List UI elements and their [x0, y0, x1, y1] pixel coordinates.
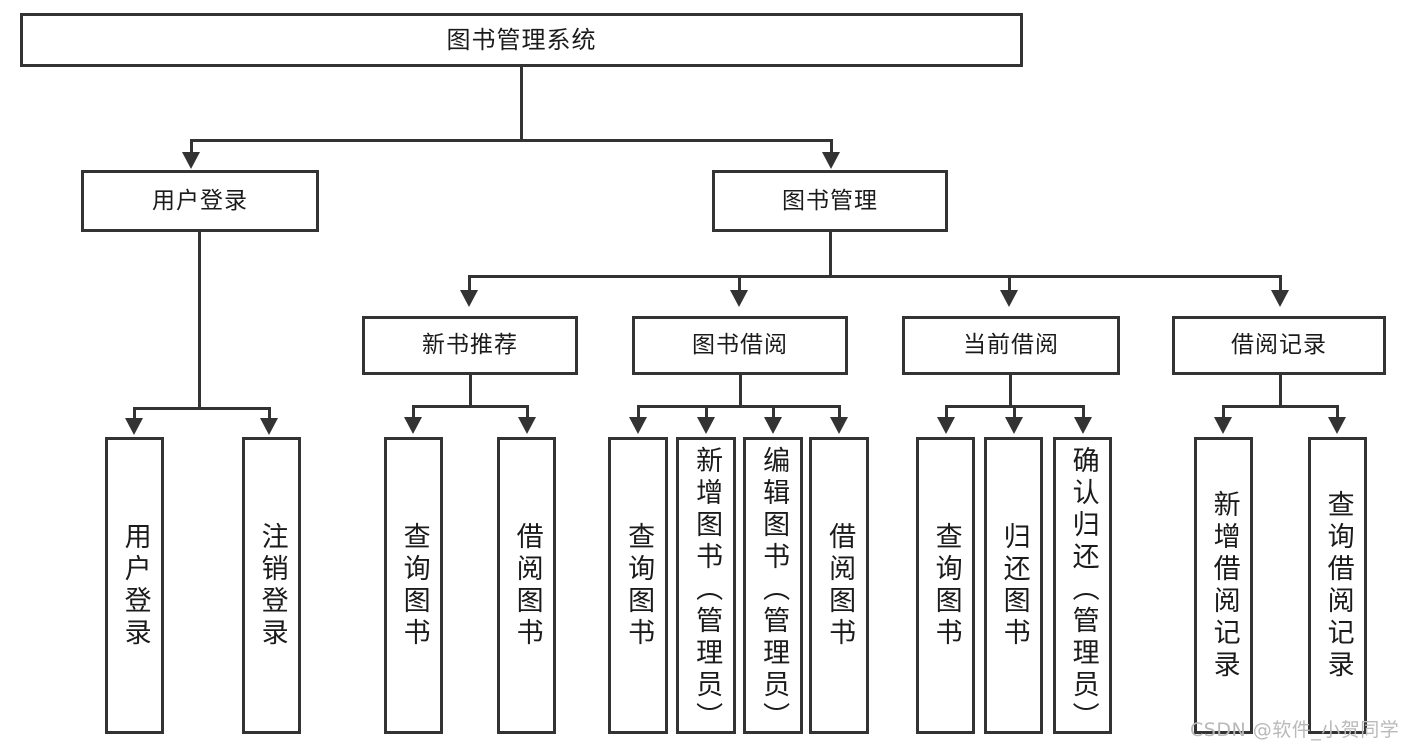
edge-book-borrow-drop-3: [772, 405, 775, 421]
node-label: 用户登录: [119, 521, 151, 650]
node-label: 图书管理系统: [446, 26, 597, 54]
edge-root-to-book-mgmt-drop: [830, 139, 833, 161]
leaf-confirm-return-admin[interactable]: 确认归还（管理员）: [1053, 437, 1112, 734]
node-label: 用户登录: [152, 187, 248, 214]
arrowhead-to-book-borrow: [730, 290, 748, 307]
leaf-borrow-book-recommend[interactable]: 借阅图书: [497, 437, 556, 734]
node-label: 编辑图书（管理员）: [758, 446, 790, 734]
node-user-login[interactable]: 用户登录: [81, 170, 319, 232]
leaf-add-book-admin[interactable]: 新增图书（管理员）: [676, 437, 736, 734]
leaf-borrow-book[interactable]: 借阅图书: [809, 437, 869, 734]
edge-book-mgmt-drop-2: [738, 275, 741, 297]
edge-borrow-record-drop-1: [1222, 405, 1225, 421]
edge-user-login-stem: [198, 232, 201, 410]
edge-new-book-stem: [469, 375, 472, 407]
csdn-watermark: CSDN @软件_小贺同学: [1190, 719, 1400, 741]
arrowhead-user-login-leaf-1: [125, 418, 143, 435]
node-label: 查询图书: [623, 521, 655, 650]
edge-book-borrow-drop-4: [838, 405, 841, 421]
edge-borrow-record-stem: [1279, 375, 1282, 407]
edge-root-bus: [190, 139, 833, 142]
arrowhead-borrow-record-leaf-2: [1328, 417, 1346, 434]
edge-current-borrow-stem: [1009, 375, 1012, 407]
arrowhead-to-book-mgmt: [822, 152, 840, 169]
arrowhead-to-new-book-recommend: [460, 290, 478, 307]
edge-root-to-user-login-drop: [190, 139, 193, 161]
node-label: 新增借阅记录: [1208, 489, 1240, 682]
node-label: 借阅图书: [511, 521, 543, 650]
node-label: 查询图书: [398, 521, 430, 650]
node-label: 新增图书（管理员）: [691, 446, 723, 734]
edge-user-login-drop-2: [268, 407, 271, 423]
leaf-query-borrow-record[interactable]: 查询借阅记录: [1308, 437, 1367, 734]
node-label: 新书推荐: [422, 332, 518, 358]
node-label: 归还图书: [998, 521, 1030, 650]
edge-current-borrow-drop-1: [945, 405, 948, 421]
edge-current-borrow-drop-2: [1013, 405, 1016, 421]
node-label: 确认归还（管理员）: [1067, 446, 1099, 734]
node-root-book-management-system[interactable]: 图书管理系统: [20, 13, 1023, 67]
arrowhead-user-login-leaf-2: [260, 418, 278, 435]
edge-current-borrow-drop-3: [1082, 405, 1085, 421]
arrowhead-book-borrow-leaf-1: [629, 417, 647, 434]
leaf-add-borrow-record[interactable]: 新增借阅记录: [1194, 437, 1253, 734]
node-book-borrow[interactable]: 图书借阅: [632, 316, 848, 375]
node-label: 注销登录: [256, 521, 288, 650]
leaf-query-book-borrow[interactable]: 查询图书: [608, 437, 668, 734]
edge-root-stem: [520, 67, 523, 141]
arrowhead-current-borrow-leaf-1: [937, 417, 955, 434]
node-borrow-record[interactable]: 借阅记录: [1172, 316, 1386, 375]
edge-book-mgmt-bus: [468, 275, 1282, 278]
leaf-edit-book-admin[interactable]: 编辑图书（管理员）: [743, 437, 803, 734]
arrowhead-to-borrow-record: [1271, 290, 1289, 307]
node-label: 图书借阅: [692, 332, 788, 358]
node-label: 图书管理: [782, 187, 878, 214]
node-label: 查询借阅记录: [1322, 489, 1354, 682]
edge-book-mgmt-stem: [829, 232, 832, 277]
leaf-query-book-current[interactable]: 查询图书: [916, 437, 975, 734]
edge-new-book-drop-1: [412, 405, 415, 421]
node-new-book-recommend[interactable]: 新书推荐: [362, 316, 578, 375]
leaf-return-book[interactable]: 归还图书: [984, 437, 1043, 734]
edge-book-mgmt-drop-3: [1008, 275, 1011, 297]
arrowhead-book-borrow-leaf-2: [697, 417, 715, 434]
edge-borrow-record-drop-2: [1336, 405, 1339, 421]
arrowhead-current-borrow-leaf-2: [1005, 417, 1023, 434]
node-current-borrow[interactable]: 当前借阅: [902, 316, 1120, 375]
edge-user-login-drop-1: [133, 407, 136, 423]
edge-book-borrow-bus: [637, 405, 841, 408]
edge-book-borrow-drop-2: [705, 405, 708, 421]
arrowhead-current-borrow-leaf-3: [1074, 417, 1092, 434]
node-label: 借阅记录: [1231, 332, 1327, 358]
leaf-user-login[interactable]: 用户登录: [105, 437, 164, 734]
arrowhead-borrow-record-leaf-1: [1214, 417, 1232, 434]
arrowhead-to-user-login: [182, 152, 200, 169]
edge-book-mgmt-drop-4: [1279, 275, 1282, 297]
node-label: 当前借阅: [963, 332, 1059, 358]
edge-book-borrow-stem: [739, 375, 742, 407]
leaf-logout-login[interactable]: 注销登录: [242, 437, 301, 734]
arrowhead-book-borrow-leaf-4: [830, 417, 848, 434]
edge-new-book-bus: [412, 405, 529, 408]
edge-book-mgmt-drop-1: [468, 275, 471, 297]
node-label: 借阅图书: [824, 521, 856, 650]
arrowhead-book-borrow-leaf-3: [764, 417, 782, 434]
node-book-management[interactable]: 图书管理: [712, 170, 948, 232]
edge-borrow-record-bus: [1222, 405, 1339, 408]
leaf-query-book-recommend[interactable]: 查询图书: [384, 437, 443, 734]
node-label: 查询图书: [930, 521, 962, 650]
arrowhead-new-book-leaf-2: [518, 417, 536, 434]
arrowhead-to-current-borrow: [1000, 290, 1018, 307]
edge-new-book-drop-2: [526, 405, 529, 421]
edge-book-borrow-drop-1: [637, 405, 640, 421]
arrowhead-new-book-leaf-1: [404, 417, 422, 434]
edge-user-login-bus: [133, 407, 271, 410]
